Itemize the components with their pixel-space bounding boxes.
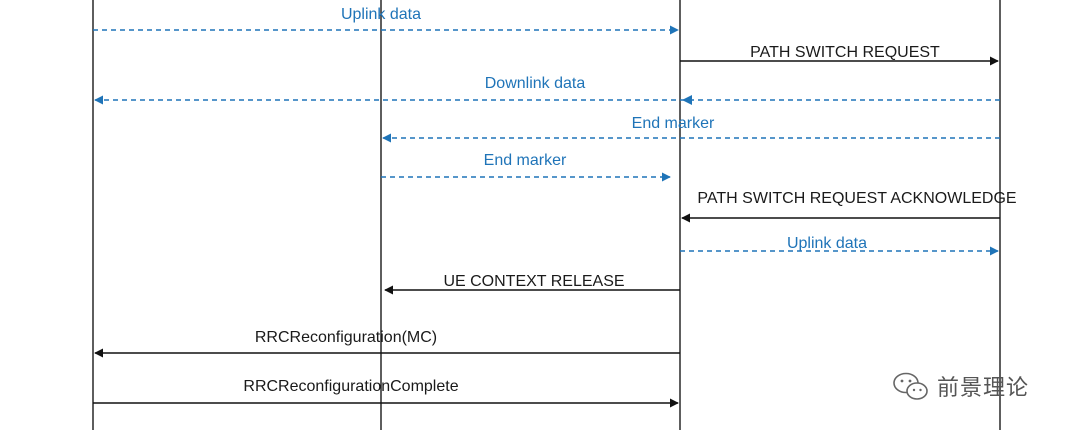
message-label-ue-context-release: UE CONTEXT RELEASE [443,273,624,290]
message-label-rrc-reconfiguration-complete: RRCReconfigurationComplete [243,378,458,395]
watermark-text: 前景理论 [937,376,1029,401]
wechat-icon [893,372,928,400]
message-label-end-marker-1: End marker [632,115,715,132]
message-label-path-switch-request: PATH SWITCH REQUEST [750,44,940,61]
message-label-end-marker-2: End marker [484,152,567,169]
message-label-uplink-data-2: Uplink data [787,235,867,252]
message-label-downlink-data: Downlink data [485,75,586,92]
message-arrowhead-downlink-data-target [682,95,692,105]
message-label-path-switch-request-acknowledge: PATH SWITCH REQUEST ACKNOWLEDGE [697,190,1016,207]
message-label-rrc-reconfiguration: RRCReconfiguration(MC) [255,329,437,346]
watermark: 前景理论 [893,372,1029,401]
message-label-uplink-data-1: Uplink data [341,6,421,23]
